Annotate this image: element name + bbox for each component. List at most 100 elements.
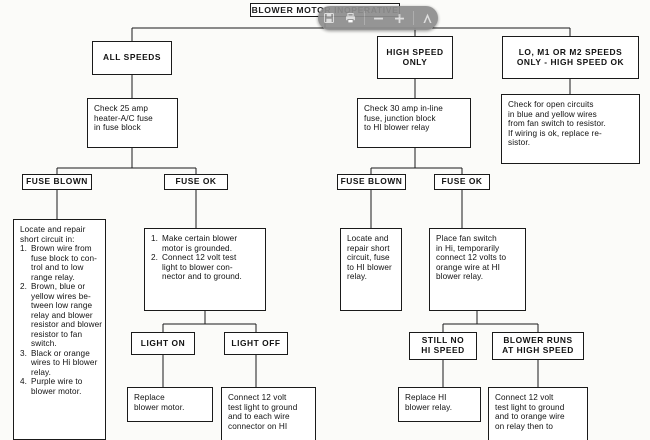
check-open-circuits-line1: Check for open circuits (508, 100, 594, 109)
still-no-hi-speed-line2: HI SPEED (421, 345, 465, 355)
check-25-amp-fuse: Check 25 amp heater-A/C fuse in fuse blo… (87, 98, 178, 148)
replace-hi-relay-line2: blower relay. (405, 402, 453, 412)
condition-lo-m1-m2-speeds: LO, M1 OR M2 SPEEDS ONLY - HIGH SPEED OK (502, 36, 639, 79)
list-item: 2. Brown, blue or (20, 282, 99, 292)
check-open-circuits-line2: in blue and yellow wires (508, 109, 597, 119)
condition-all-speeds: ALL SPEEDS (92, 41, 172, 75)
list-cont: tween low range (31, 301, 93, 311)
list-text: Purple wire to (31, 377, 83, 387)
connect-12v-each-line2: test light to ground (228, 402, 298, 412)
blower-runs-at-high-speed: BLOWER RUNS AT HIGH SPEED (492, 332, 584, 360)
list-cont: switch. (31, 339, 57, 349)
locate-repair-fuse-to-hi-relay: Locate and repair short circuit, fuse to… (340, 228, 402, 311)
fuse-blown-all-speeds: FUSE BLOWN (22, 174, 92, 190)
fuse-ok-all-speeds: FUSE OK (164, 174, 228, 190)
connect-12v-each-line1: Connect 12 volt (228, 393, 287, 402)
list-index: 1. (151, 234, 159, 243)
list-item: 1. Brown wire from (20, 244, 99, 254)
still-no-hi-speed: STILL NO HI SPEED (409, 332, 477, 360)
list-cont: resistor to fan (31, 329, 83, 339)
list-cont: motor is grounded. (162, 243, 233, 253)
list-item: 2. Connect 12 volt test (151, 253, 259, 263)
place-fan-switch-line1: Place fan switch (436, 234, 497, 243)
fuse-blown-all-speeds-label: FUSE BLOWN (26, 176, 88, 187)
fuse-blown-high-speed-label: FUSE BLOWN (340, 176, 403, 187)
place-fan-switch-line3: connect 12 volts to (436, 253, 507, 263)
list-cont: blower motor. (31, 386, 82, 396)
list-text: Black or orange (31, 348, 90, 358)
light-on: LIGHT ON (131, 332, 195, 355)
condition-lo-m1-m2-line2: ONLY - HIGH SPEED OK (516, 56, 625, 67)
list-cont: range relay. (31, 272, 75, 282)
connect-12-volt-orange-wire: Connect 12 volt test light to ground and… (488, 387, 588, 440)
list-cont: wires to Hi blower (31, 358, 98, 368)
connect-12v-orange-line4: on relay then to (495, 421, 554, 431)
zoom-out-icon[interactable] (369, 10, 388, 27)
list-item: 3. Black or orange (20, 349, 99, 359)
check-open-circuits-line4: If wiring is ok, replace re- (508, 128, 602, 138)
list-cont: light to blower con- (162, 262, 233, 272)
light-on-label: LIGHT ON (140, 337, 186, 348)
connect-12v-each-line4: connector on HI (228, 421, 288, 431)
zoom-in-icon[interactable] (390, 10, 409, 27)
light-off-label: LIGHT OFF (231, 337, 281, 348)
replace-blower-motor-line2: blower motor. (134, 402, 185, 412)
check-25-amp-line2: heater-A/C fuse (94, 113, 153, 123)
locate-repair-hi-line1: Locate and (347, 234, 389, 243)
check-25-amp-line3: in fuse block (94, 123, 141, 133)
pdf-floating-toolbar[interactable] (318, 6, 438, 30)
list-cont: relay. (31, 367, 52, 377)
save-icon[interactable] (320, 10, 339, 27)
connect-12v-each-line3: and to each wire (228, 412, 290, 422)
condition-high-speed-only: HIGH SPEED ONLY (377, 36, 453, 79)
place-fan-switch-hi: Place fan switch in Hi, temporarily conn… (429, 228, 526, 311)
locate-repair-hi-line4: to HI blower (347, 262, 392, 272)
condition-all-speeds-label: ALL SPEEDS (103, 52, 161, 63)
light-off: LIGHT OFF (224, 332, 288, 355)
connect-12v-orange-line1: Connect 12 volt (495, 393, 554, 402)
list-cont: relay and blower (31, 310, 93, 320)
toolbar-divider (363, 11, 365, 25)
fuse-ok-all-speeds-label: FUSE OK (175, 176, 217, 187)
list-cont: fuse block to con- (31, 253, 97, 263)
place-fan-switch-line5: blower relay. (436, 272, 484, 282)
still-no-hi-speed-line1: STILL NO (421, 335, 465, 346)
print-icon[interactable] (341, 10, 360, 27)
list-cont: nector and to ground. (162, 272, 242, 282)
check-open-circuits-line3: from fan switch to resistor. (508, 119, 606, 129)
adobe-acrobat-icon[interactable] (418, 10, 437, 27)
fuse-blown-high-speed: FUSE BLOWN (337, 174, 406, 190)
place-fan-switch-line4: orange wire at HI (436, 262, 501, 272)
check-open-circuits-line5: sistor. (508, 138, 531, 148)
check-30-amp-line1: Check 30 amp in-line (364, 104, 443, 113)
condition-lo-m1-m2-line1: LO, M1 OR M2 SPEEDS (518, 46, 623, 57)
toolbar-divider (412, 11, 414, 25)
locate-repair-head1: Locate and repair (20, 225, 86, 234)
list-index: 3. (20, 348, 28, 358)
fuse-ok-high-speed: FUSE OK (434, 174, 490, 190)
replace-blower-motor: Replace blower motor. (127, 387, 213, 422)
locate-repair-head2: short circuit in: (20, 234, 75, 244)
list-cont: resistor and blower (31, 320, 103, 330)
list-index: 2. (151, 253, 159, 263)
fuse-ok-high-speed-label: FUSE OK (441, 176, 483, 187)
locate-repair-hi-line5: relay. (347, 272, 368, 282)
check-30-amp-inline-fuse: Check 30 amp in-line fuse, junction bloc… (357, 98, 471, 148)
connect-12v-orange-line3: and to orange wire (495, 412, 565, 422)
connect-12v-orange-line2: test light to ground (495, 402, 565, 412)
locate-repair-short-circuit-list: Locate and repair short circuit in: 1. B… (13, 219, 106, 440)
list-text: Connect 12 volt test (162, 253, 237, 263)
locate-repair-hi-line2: repair short (347, 243, 390, 253)
list-cont: trol and to low (31, 263, 84, 273)
list-index: 1. (20, 244, 28, 254)
list-text: Brown wire from (31, 244, 92, 254)
list-index: 2. (20, 282, 28, 292)
place-fan-switch-line2: in Hi, temporarily (436, 243, 500, 253)
check-30-amp-line2: fuse, junction block (364, 113, 436, 123)
condition-high-speed-only-line2: ONLY (402, 56, 428, 67)
connect-12-volt-each-wire: Connect 12 volt test light to ground and… (221, 387, 316, 440)
blower-motor-ground-test-list: 1. Make certain blower motor is grounded… (144, 228, 266, 311)
replace-hi-blower-relay: Replace HI blower relay. (398, 387, 481, 422)
replace-hi-relay-line1: Replace HI (405, 393, 447, 402)
